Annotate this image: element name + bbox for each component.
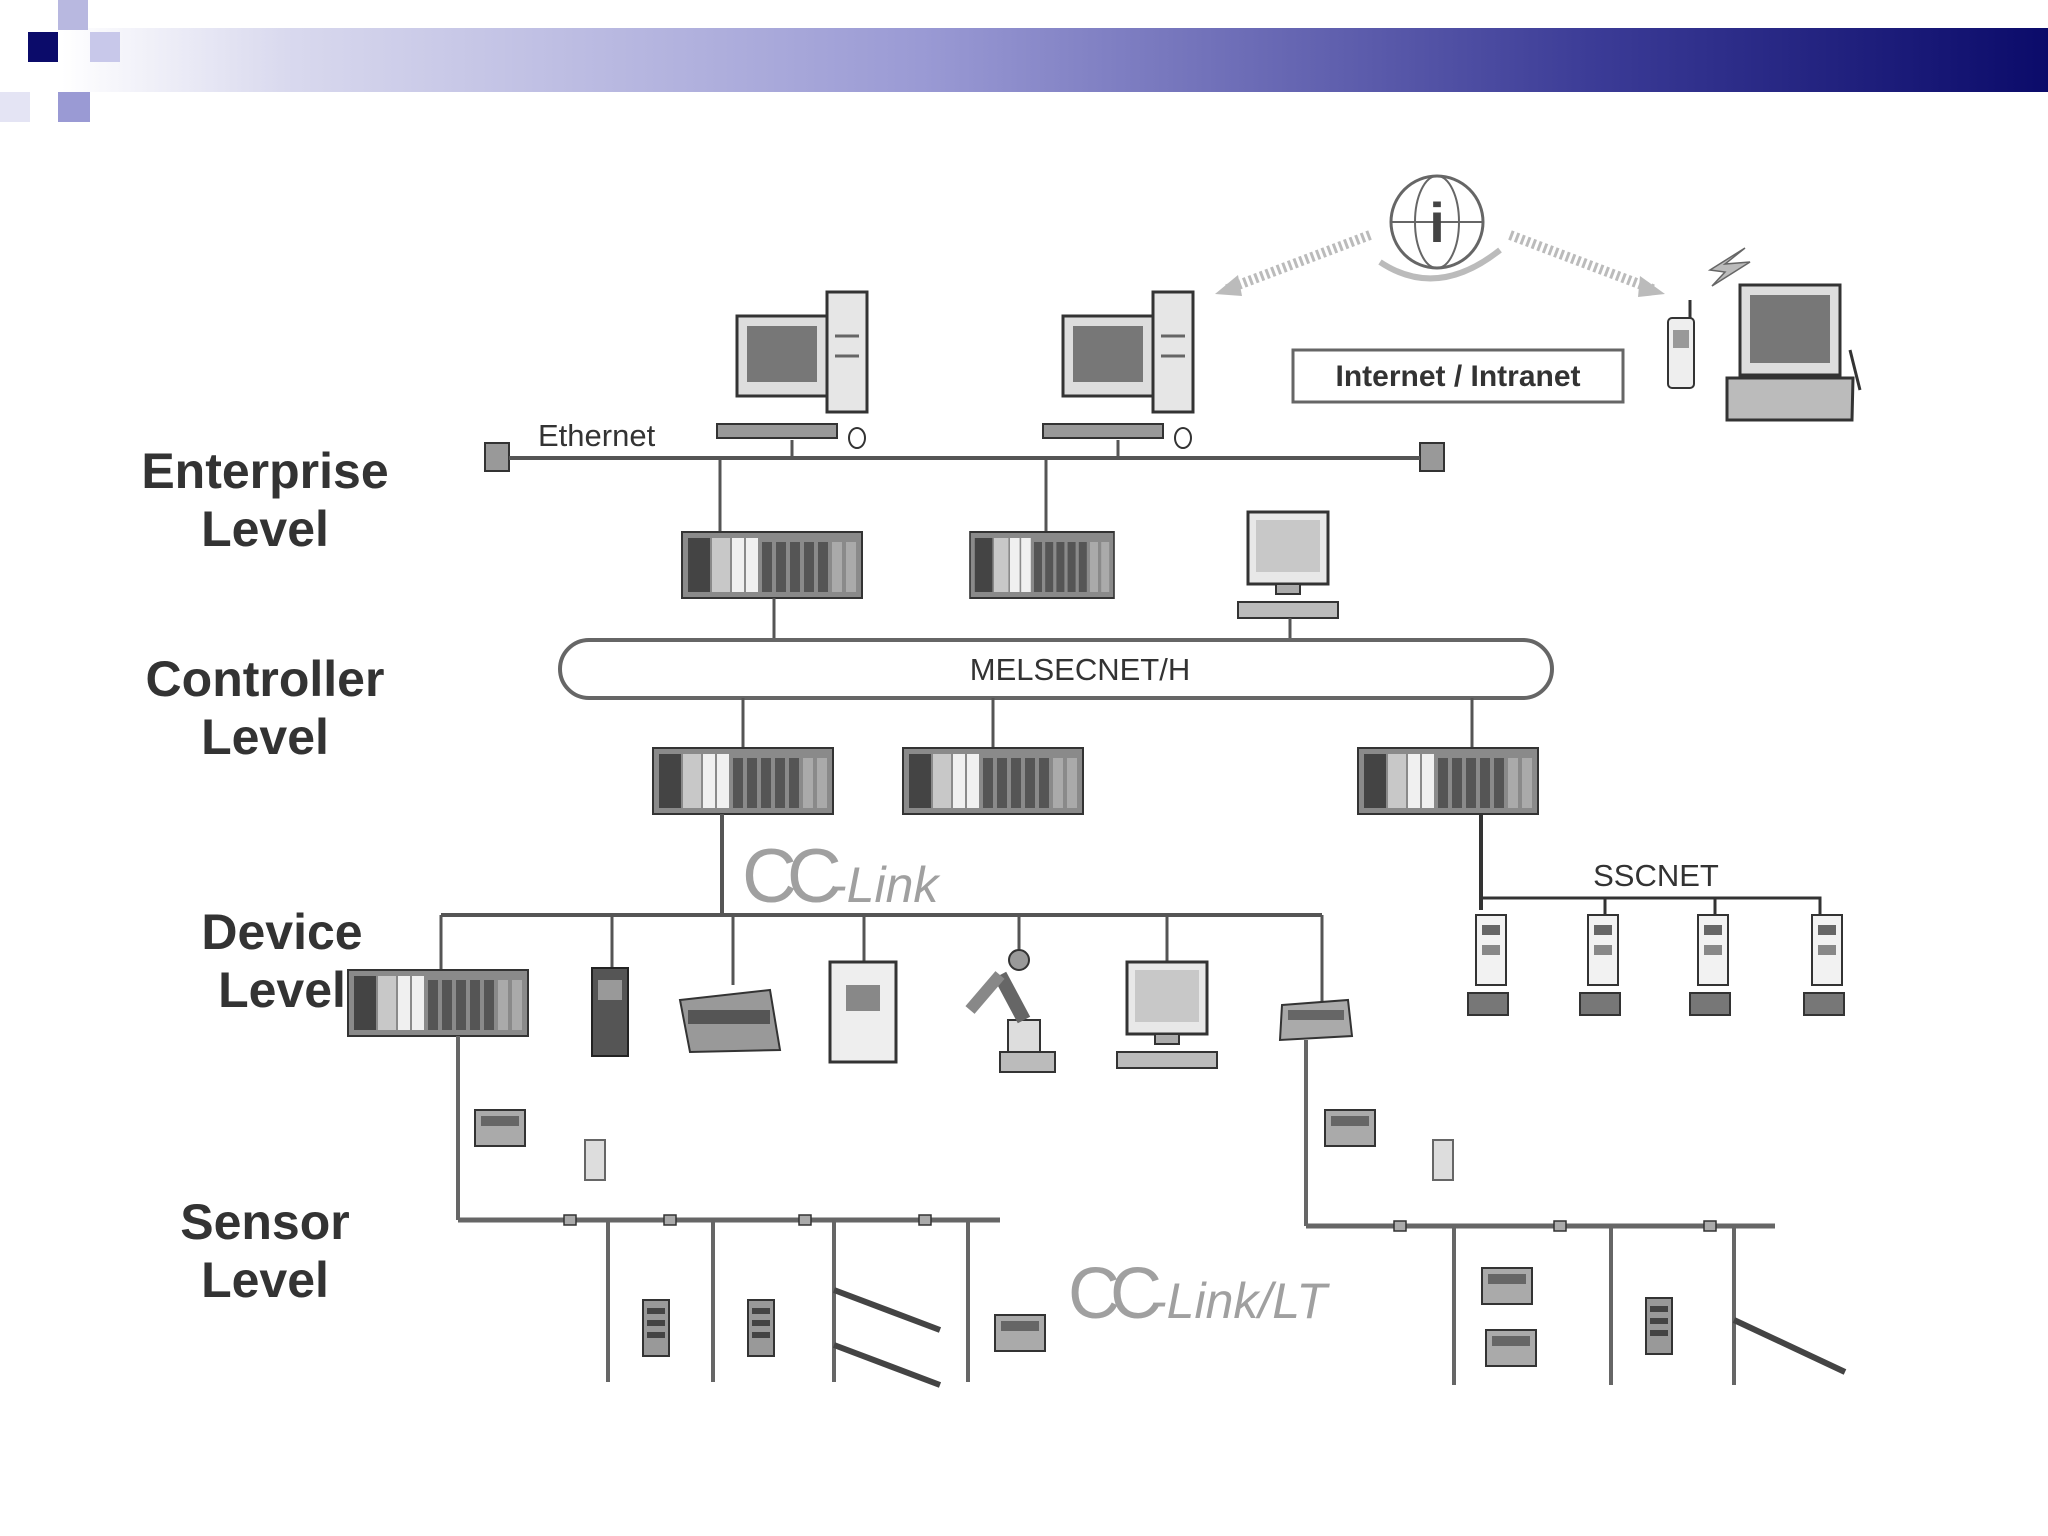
small-device-icon [584,1139,606,1181]
header-square-light [58,0,88,30]
cable-sensor-icon [832,1287,942,1333]
phone-icon [1667,247,1751,389]
sensor-icon [642,1299,670,1357]
plc-icon [902,747,1084,815]
remote-io-icon [994,1314,1046,1352]
plc-icon [652,747,834,815]
internet-arrow-left [1215,230,1372,296]
tap-icon [663,1214,677,1226]
internet-arrow-right [1508,230,1665,297]
laptop-icon [1725,283,1862,422]
power-supply-icon [474,1109,526,1147]
cclink-logo: CC [742,834,839,919]
melsecnet-label: MELSECNET/H [970,652,1190,687]
pc-icon [715,290,869,450]
tap-icon [1553,1220,1567,1232]
enterprise-level-label: Enterprise Level [141,443,389,557]
servo-icon [1803,914,1845,1016]
plc-icon [347,969,529,1037]
internet-intranet-label: Internet / Intranet [1335,360,1580,393]
cable-sensor-icon [832,1342,942,1388]
svg-text:i: i [1429,191,1445,254]
tap-icon [918,1214,932,1226]
cclinklt-logo-suffix: -Link/LT [1150,1273,1330,1329]
monitor-icon [1115,960,1219,1070]
drive-icon [828,960,898,1064]
cclinklt-logo: CC [1068,1254,1160,1334]
io-module-icon [678,988,782,1054]
melsecnet-ring [558,638,1554,700]
tap-icon [1393,1220,1407,1232]
robot-icon [965,949,1056,1073]
tap-icon [1703,1220,1717,1232]
inverter-icon [591,967,629,1057]
sscnet-label: SSCNET [1593,858,1719,893]
sensor-level-label: Sensor Level [180,1194,350,1308]
header-square-light [0,92,30,122]
controller-level-label: Controller Level [145,651,385,765]
cclink-logo-suffix: -Link [830,857,941,913]
remote-io-icon [1481,1267,1533,1305]
header-bar [0,28,2048,92]
remote-io-icon [1485,1329,1537,1367]
cclinklt-master-icon [1278,998,1354,1042]
tap-icon [563,1214,577,1226]
globe-info-icon: i [1378,174,1502,282]
header-square-dark [28,32,58,62]
servo-icon [1579,914,1621,1016]
power-supply-icon [1324,1109,1376,1147]
ethernet-terminator-right [1419,442,1445,472]
sensor-icon [1645,1297,1673,1355]
cable-sensor-icon [1732,1317,1847,1375]
header-square-light [90,32,120,62]
plc-icon [1357,747,1539,815]
tap-icon [798,1214,812,1226]
small-device-icon [1432,1139,1454,1181]
monitor-icon [1236,510,1340,620]
header-square-mid [58,92,90,122]
sscnet-bus [1479,896,1822,915]
plc-icon [681,531,863,599]
sensor-icon [747,1299,775,1357]
ethernet-label: Ethernet [538,418,656,453]
pc-icon [1041,290,1195,450]
servo-icon [1467,914,1509,1016]
servo-icon [1689,914,1731,1016]
ethernet-terminator-left [484,442,510,472]
plc-icon [969,531,1115,599]
device-level-label: Device Level [201,904,363,1018]
internet-label-box [1291,348,1625,404]
